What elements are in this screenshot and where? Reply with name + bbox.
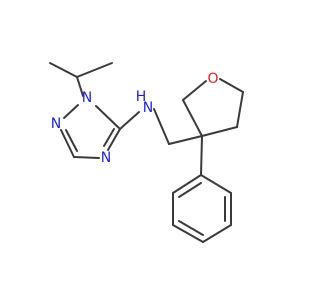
bond-phenyl-6-1: [172, 174, 202, 194]
atom-label-amine-n: N: [143, 100, 153, 116]
bond-phenyl-3-4: [202, 224, 232, 243]
bond-n4-c5-inner: [103, 128, 115, 147]
bond-n1-n2: [63, 104, 79, 119]
bond-isopropyl-methyl-right: [76, 62, 113, 78]
bond-phenyl-4-5-inner: [178, 220, 204, 236]
bond-c5-n1: [95, 105, 121, 130]
bond-c2-o: [182, 80, 207, 101]
atom-label-n2: N: [51, 116, 61, 132]
bond-n4-c5: [107, 128, 121, 151]
atom-label-n4: N: [101, 150, 111, 166]
bond-c3-n4: [73, 156, 100, 159]
bond-quaternary-c-phenyl: [200, 135, 203, 176]
bond-c5-c4: [236, 91, 244, 128]
bond-n2-c3: [60, 129, 75, 158]
bond-n2-c3-inner: [65, 129, 78, 152]
atom-label-n1: N: [82, 90, 92, 106]
bond-isopropyl-n1: [76, 76, 84, 97]
bond-c4-c3: [201, 126, 238, 137]
molecule-diagram: N N N H N O: [49, 62, 244, 243]
bond-phenyl-6-1-inner: [178, 182, 202, 198]
atom-label-amine-h: H: [136, 89, 147, 105]
bond-phenyl-4-5: [172, 224, 204, 243]
bond-c5-nh: [119, 111, 140, 130]
atom-label-oxygen: O: [207, 71, 218, 87]
bond-nh-ch2: [153, 108, 170, 145]
bond-ch2-quaternary-c: [168, 135, 203, 145]
bond-isopropyl-methyl-left: [49, 62, 78, 78]
bond-c3-c2: [182, 99, 203, 137]
bond-phenyl-1-2: [200, 174, 232, 194]
bond-o-c5: [219, 78, 244, 93]
